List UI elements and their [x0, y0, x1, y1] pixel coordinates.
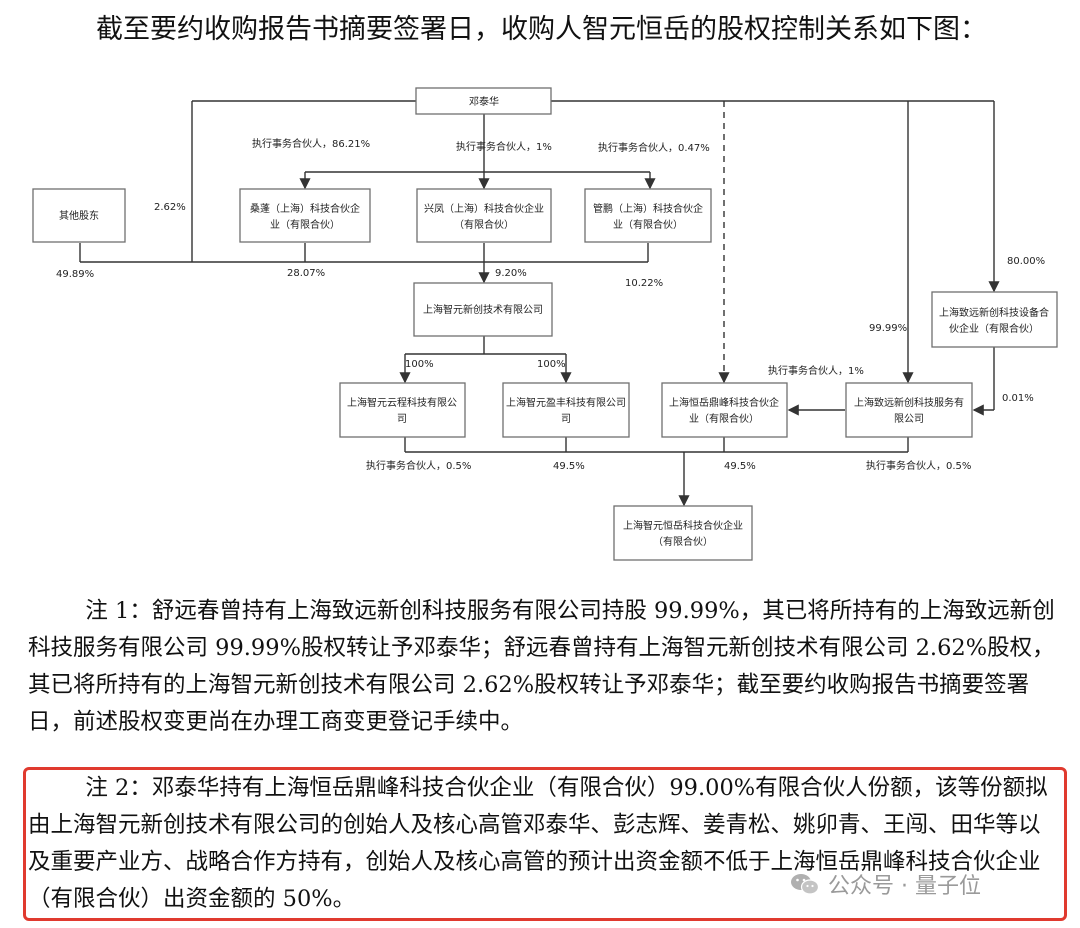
node-yingfeng: 上海智元盈丰科技有限公司 司	[502, 382, 630, 438]
label-262: 2.62%	[154, 202, 186, 213]
wechat-icon	[791, 874, 820, 895]
node-guanpeng-label-1: 管鹏（上海）科技合伙企	[593, 202, 703, 215]
equity-structure-diagram: 邓泰华 其他股东 桑蓬（上海）科技合伙企 业（有限合伙） 兴凤（上海）科技合伙企…	[32, 87, 1058, 561]
node-yuncheng: 上海智元云程科技有限公 司	[339, 382, 466, 438]
node-zhiyuan-xinchuang-label: 上海智元新创技术有限公司	[423, 303, 543, 316]
label-gp-1: 执行事务合伙人，1%	[456, 140, 552, 153]
node-others-label: 其他股东	[59, 209, 99, 222]
node-sangpeng-label-1: 桑蓬（上海）科技合伙企	[250, 202, 360, 215]
label-100-b: 100%	[537, 359, 566, 370]
node-zhizhi-label-1: 上海致远新创科技设备合	[939, 306, 1049, 319]
node-dingfeng-label-2: 业（有限合伙）	[689, 412, 759, 425]
label-2807: 28.07%	[287, 268, 325, 279]
label-gp-047: 执行事务合伙人，0.47%	[598, 141, 710, 154]
node-zhiyuan-service-label-2: 限公司	[894, 413, 924, 425]
node-yuncheng-label-1: 上海智元云程科技有限公	[347, 396, 457, 409]
label-495-b: 49.5%	[724, 461, 756, 472]
label-gp-05-b: 执行事务合伙人，0.5%	[866, 459, 971, 472]
node-yingfeng-label-2: 司	[561, 414, 571, 425]
node-xingfeng-label-1: 兴凤（上海）科技合伙企业	[424, 202, 544, 215]
node-yingfeng-label-1: 上海智元盈丰科技有限公司	[506, 396, 626, 409]
watermark: 公众号 · 量子位	[790, 868, 981, 900]
node-zhiyuan-xinchuang: 上海智元新创技术有限公司	[413, 282, 553, 337]
node-zhizhi-label-2: 伙企业（有限合伙）	[949, 322, 1039, 335]
node-zhizhi-partnership: 上海致远新创科技设备合 伙企业（有限合伙）	[931, 291, 1058, 348]
node-zhiyuan-service-label-1: 上海致远新创科技服务有	[854, 396, 964, 409]
note-2-highlight-box	[23, 767, 1067, 921]
watermark-text: 公众号 · 量子位	[828, 874, 981, 899]
label-9999: 99.99%	[869, 323, 907, 334]
node-dingfeng: 上海恒岳鼎峰科技合伙企 业（有限合伙）	[661, 382, 788, 438]
label-gp-05-a: 执行事务合伙人，0.5%	[366, 459, 471, 472]
label-001: 0.01%	[1002, 393, 1034, 404]
node-dingfeng-label-1: 上海恒岳鼎峰科技合伙企	[669, 396, 779, 409]
note-1: 注 1：舒远春曾持有上海致远新创科技服务有限公司持股 99.99%，其已将所持有…	[28, 598, 1055, 735]
node-deng: 邓泰华	[415, 87, 552, 115]
node-yuncheng-label-2: 司	[397, 414, 407, 425]
node-sangpeng: 桑蓬（上海）科技合伙企 业（有限合伙）	[239, 188, 371, 243]
label-8000: 80.00%	[1007, 256, 1045, 267]
node-xingfeng-label-2: （有限合伙）	[454, 218, 514, 231]
label-gp-86: 执行事务合伙人，86.21%	[252, 137, 370, 150]
label-4989: 49.89%	[56, 269, 94, 280]
node-xingfeng: 兴凤（上海）科技合伙企业 （有限合伙）	[416, 188, 552, 243]
node-deng-label: 邓泰华	[469, 95, 499, 108]
node-sangpeng-label-2: 业（有限合伙）	[270, 218, 340, 231]
node-guanpeng: 管鹏（上海）科技合伙企 业（有限合伙）	[584, 188, 712, 243]
page-heading: 截至要约收购报告书摘要签署日，收购人智元恒岳的股权控制关系如下图：	[96, 14, 987, 45]
label-gp-1-b: 执行事务合伙人，1%	[768, 364, 864, 377]
connector-lines	[79, 100, 1000, 507]
label-1022: 10.22%	[625, 278, 663, 289]
label-100-a: 100%	[405, 359, 434, 370]
node-target-label-2: （有限合伙）	[653, 535, 713, 548]
edge-labels: 执行事务合伙人，86.21% 执行事务合伙人，1% 执行事务合伙人，0.47% …	[56, 137, 1045, 472]
node-others: 其他股东	[32, 188, 126, 243]
node-guanpeng-label-2: 业（有限合伙）	[613, 218, 683, 231]
node-target: 上海智元恒岳科技合伙企业 （有限合伙）	[613, 505, 753, 561]
note-2: 注 2：邓泰华持有上海恒岳鼎峰科技合伙企业（有限合伙）99.00%有限合伙人份额…	[28, 775, 1048, 912]
node-target-label-1: 上海智元恒岳科技合伙企业	[623, 519, 743, 532]
label-920: 9.20%	[495, 268, 527, 279]
node-zhiyuan-service: 上海致远新创科技服务有 限公司	[845, 382, 973, 438]
label-495-a: 49.5%	[553, 461, 585, 472]
